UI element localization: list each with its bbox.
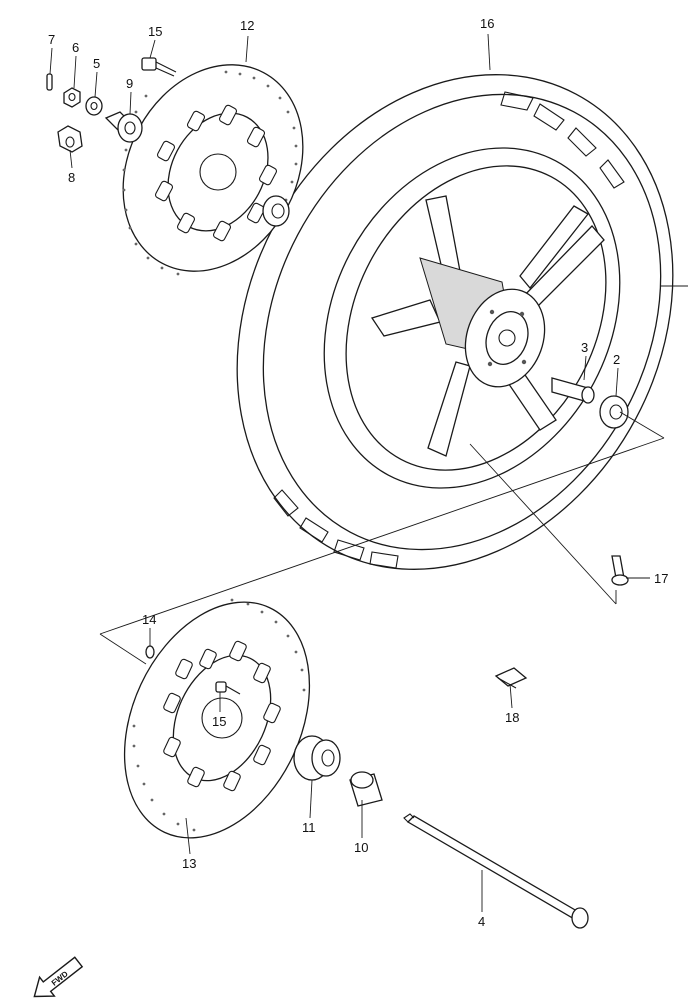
part-10-spacer (349, 771, 383, 807)
part-3-spacer (551, 377, 595, 404)
callout-3: 3 (581, 340, 588, 355)
forward-arrow: FWD (33, 956, 84, 998)
callout-9: 9 (126, 76, 133, 91)
callout-12: 12 (240, 18, 254, 33)
callout-labels: 7 6 5 9 8 15 12 16 3 2 17 14 15 18 11 10… (48, 16, 668, 929)
callout-4: 4 (478, 914, 485, 929)
callout-18: 18 (505, 710, 519, 725)
callout-15-lower: 15 (212, 714, 226, 729)
callout-10: 10 (354, 840, 368, 855)
brake-disc-upper (122, 64, 304, 276)
callout-15-upper: 15 (148, 24, 162, 39)
callout-13: 13 (182, 856, 196, 871)
part-11-seal (293, 735, 341, 781)
part-4-axle (403, 813, 589, 929)
part-15-bolt-lower (215, 681, 241, 695)
part-5-washer (85, 96, 103, 116)
callout-17: 17 (654, 571, 668, 586)
part-6-nut (63, 87, 81, 108)
callout-5: 5 (93, 56, 100, 71)
disc-vent-holes-lower (163, 640, 281, 792)
wheel-rim (323, 147, 621, 489)
part-14-clip (145, 645, 155, 659)
disc-drilled-dots (122, 70, 298, 276)
callout-6: 6 (72, 40, 79, 55)
part-8-collar (57, 125, 83, 153)
callout-14: 14 (142, 612, 156, 627)
disc-vent-holes (154, 104, 278, 242)
tire-tread (273, 91, 625, 569)
callout-8: 8 (68, 170, 75, 185)
callout-2: 2 (613, 352, 620, 367)
wheel-hub (419, 257, 546, 388)
part-17-valve (611, 555, 629, 586)
brake-disc-lower (123, 598, 311, 839)
part-7-pin (46, 73, 53, 91)
disc-drilled-dots-lower (132, 598, 306, 832)
callout-11: 11 (302, 820, 316, 835)
part-2-bearing (599, 395, 629, 429)
leader-lines (49, 33, 688, 912)
callout-7: 7 (48, 32, 55, 47)
part-15-bolt-upper (141, 57, 177, 77)
callout-16: 16 (480, 16, 494, 31)
part-18-weight (494, 667, 528, 689)
part-9-bushing (104, 111, 143, 143)
